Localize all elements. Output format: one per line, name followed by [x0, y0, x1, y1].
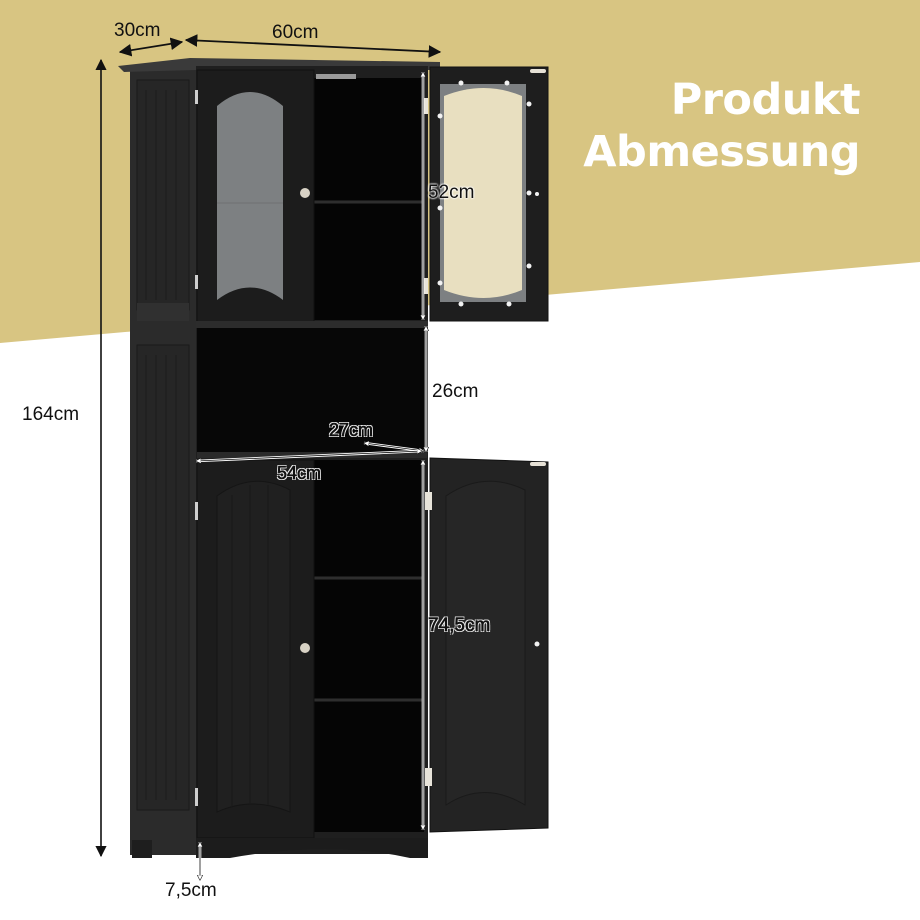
cabinet-base — [196, 838, 428, 858]
lower-height-label: 74,5cm — [428, 615, 491, 637]
width-arrow — [184, 34, 442, 58]
shelf-width-label: 54cm — [277, 463, 322, 484]
cabinet-side-panel — [130, 66, 196, 858]
upper-left-door — [195, 69, 315, 325]
depth-arrow — [118, 37, 184, 57]
shelf-depth-label: 27cm — [329, 420, 374, 441]
shelf-width-arrow — [196, 451, 422, 461]
shelf-height-label: 26cm — [432, 381, 479, 402]
upper-right-door-open — [422, 66, 549, 322]
headline: Produkt Abmessung — [583, 74, 860, 178]
upper-height-label: 52cm — [428, 182, 475, 203]
base-height-label: 7,5cm — [165, 880, 217, 901]
open-shelf-compartment — [197, 328, 425, 452]
shelf-depth-arrow — [364, 443, 424, 451]
headline-line-2: Abmessung — [583, 127, 860, 177]
headline-line-1: Produkt — [670, 75, 861, 125]
total-height-label: 164cm — [22, 404, 80, 425]
lower-right-door-open — [425, 457, 549, 833]
width-label: 60cm — [272, 22, 319, 43]
lower-left-door — [195, 459, 315, 839]
depth-label: 30cm — [114, 20, 161, 41]
